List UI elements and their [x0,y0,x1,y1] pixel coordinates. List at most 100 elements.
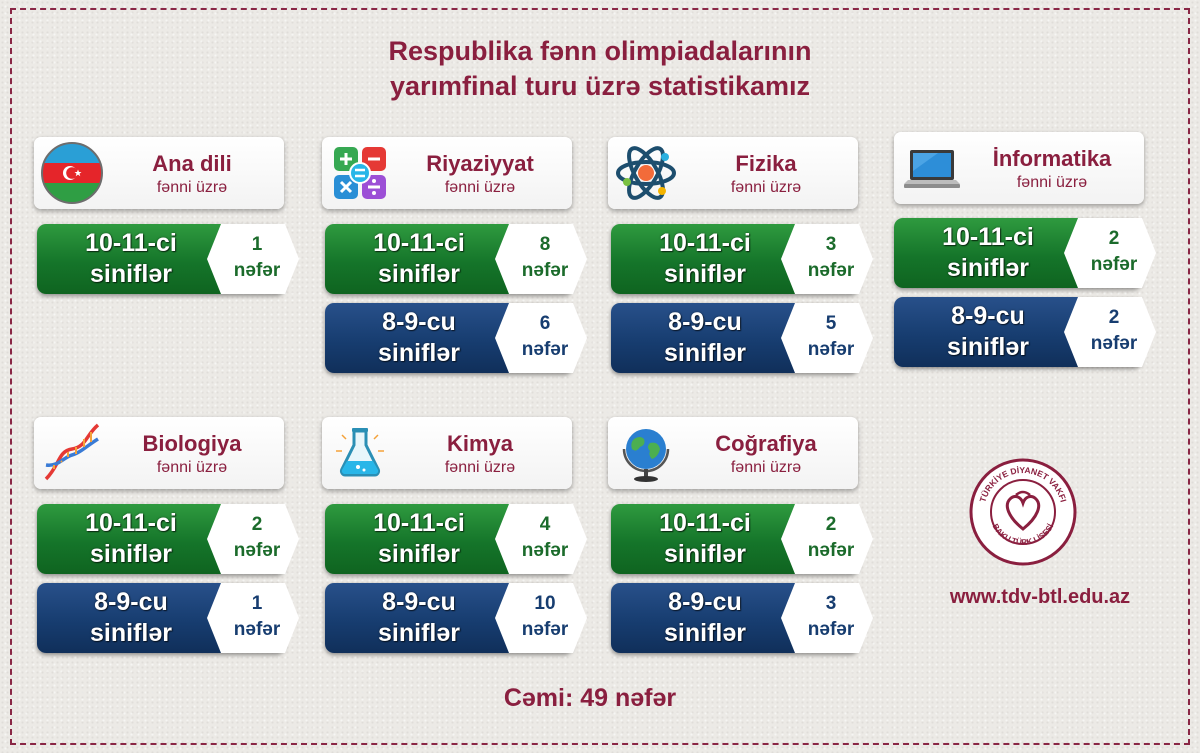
stat-8-9-kimya: 8-9-cu siniflər 10 nəfər [325,583,587,653]
grade-label: 8-9-cu siniflər [378,308,460,367]
count-badge: 5 nəfər [781,303,873,373]
subject-suffix: fənni üzrə [1016,174,1088,191]
grade-label: 8-9-cu siniflər [664,308,746,367]
math-operators-icon [328,141,392,205]
grade-label: 10-11-ci siniflər [942,223,1034,282]
subject-name: İnformatika [992,146,1112,171]
count-badge: 1 nəfər [207,583,299,653]
count-value: 1 [251,593,263,614]
count-value: 6 [539,313,551,334]
count-badge: 2 nəfər [207,504,299,574]
count-badge: 2 nəfər [1064,297,1156,367]
count-unit: nəfər [233,619,281,640]
azerbaijan-flag-icon [40,141,104,205]
count-badge: 2 nəfər [781,504,873,574]
subject-suffix: fənni üzrə [156,459,228,476]
count-value: 1 [251,234,263,255]
count-badge: 1 nəfər [207,224,299,294]
count-value: 2 [1108,307,1120,328]
tdv-seal-icon: TÜRKİYE DİYANET VAKFI BAKU TÜRK LİSESİ [968,457,1078,567]
stat-8-9-cografiya: 8-9-cu siniflər 3 nəfər [611,583,873,653]
count-badge: 4 nəfər [495,504,587,574]
atom-icon [614,141,678,205]
count-badge: 3 nəfər [781,583,873,653]
subject-card-ana-dili: Ana dili fənni üzrə [34,137,284,209]
count-badge: 8 nəfər [495,224,587,294]
dna-icon [40,421,104,485]
count-unit: nəfər [233,260,281,281]
count-value: 3 [825,593,837,614]
subject-card-informatika: İnformatika fənni üzrə [894,132,1144,204]
grade-label: 8-9-cu siniflər [90,588,172,647]
count-unit: nəfər [807,339,855,360]
count-unit: nəfər [807,540,855,561]
count-value: 4 [539,514,551,535]
stat-10-11-ana-dili: 10-11-ci siniflər 1 nəfər [37,224,299,294]
stat-8-9-informatika: 8-9-cu siniflər 2 nəfər [894,297,1156,367]
subject-suffix: fənni üzrə [730,459,802,476]
count-value: 3 [825,234,837,255]
count-value: 10 [534,593,556,614]
count-unit: nəfər [807,260,855,281]
subject-name: Biologiya [142,431,242,456]
count-value: 2 [1108,228,1120,249]
grade-label: 10-11-ci siniflər [85,229,177,288]
subject-name: Riyaziyyat [426,151,534,176]
title-line-1: Respublika fənn olimpiadalarının [388,36,812,66]
subject-card-riyaziyyat: Riyaziyyat fənni üzrə [322,137,572,209]
grade-label: 8-9-cu siniflər [947,302,1029,361]
stat-8-9-riyaziyyat: 8-9-cu siniflər 6 nəfər [325,303,587,373]
count-unit: nəfər [1090,254,1138,275]
stat-10-11-fizika: 10-11-ci siniflər 3 nəfər [611,224,873,294]
count-unit: nəfər [521,619,569,640]
count-value: 8 [539,234,551,255]
count-unit: nəfər [807,619,855,640]
subject-name: Fizika [735,151,797,176]
grade-label: 10-11-ci siniflər [373,509,465,568]
stat-8-9-fizika: 8-9-cu siniflər 5 nəfər [611,303,873,373]
count-value: 2 [825,514,837,535]
count-unit: nəfər [233,540,281,561]
count-unit: nəfər [521,540,569,561]
count-value: 5 [825,313,837,334]
stat-10-11-biologiya: 10-11-ci siniflər 2 nəfər [37,504,299,574]
grade-label: 10-11-ci siniflər [373,229,465,288]
count-value: 2 [251,514,263,535]
website-link[interactable]: www.tdv-btl.edu.az [949,586,1131,608]
grade-label: 8-9-cu siniflər [378,588,460,647]
grade-label: 10-11-ci siniflər [659,509,751,568]
subject-card-kimya: Kimya fənni üzrə [322,417,572,489]
subject-card-biologiya: Biologiya fənni üzrə [34,417,284,489]
dashed-frame [10,8,1190,745]
count-badge: 10 nəfər [495,583,587,653]
grade-label: 8-9-cu siniflər [664,588,746,647]
subject-suffix: fənni üzrə [156,179,228,196]
count-badge: 3 nəfər [781,224,873,294]
grade-label: 10-11-ci siniflər [659,229,751,288]
subject-name: Kimya [446,431,514,456]
subject-card-cografiya: Coğrafiya fənni üzrə [608,417,858,489]
subject-suffix: fənni üzrə [444,459,516,476]
stat-8-9-biologiya: 8-9-cu siniflər 1 nəfər [37,583,299,653]
subject-suffix: fənni üzrə [730,179,802,196]
globe-icon [614,421,678,485]
count-badge: 2 nəfər [1064,218,1156,288]
count-unit: nəfər [521,339,569,360]
grade-label: 10-11-ci siniflər [85,509,177,568]
subject-suffix: fənni üzrə [444,179,516,196]
count-badge: 6 nəfər [495,303,587,373]
stat-10-11-cografiya: 10-11-ci siniflər 2 nəfər [611,504,873,574]
flask-icon [328,421,392,485]
title-line-2: yarımfinal turu üzrə statistikamız [389,71,811,101]
subject-name: Coğrafiya [715,431,817,456]
total-count: Cəmi: 49 nəfər [503,684,677,712]
subject-name: Ana dili [152,151,232,176]
stat-10-11-kimya: 10-11-ci siniflər 4 nəfər [325,504,587,574]
stat-10-11-riyaziyyat: 10-11-ci siniflər 8 nəfər [325,224,587,294]
count-unit: nəfər [521,260,569,281]
count-unit: nəfər [1090,333,1138,354]
page-title: Respublika fənn olimpiadalarının yarımfi… [0,34,1200,104]
laptop-icon [900,136,964,200]
stat-10-11-informatika: 10-11-ci siniflər 2 nəfər [894,218,1156,288]
subject-card-fizika: Fizika fənni üzrə [608,137,858,209]
